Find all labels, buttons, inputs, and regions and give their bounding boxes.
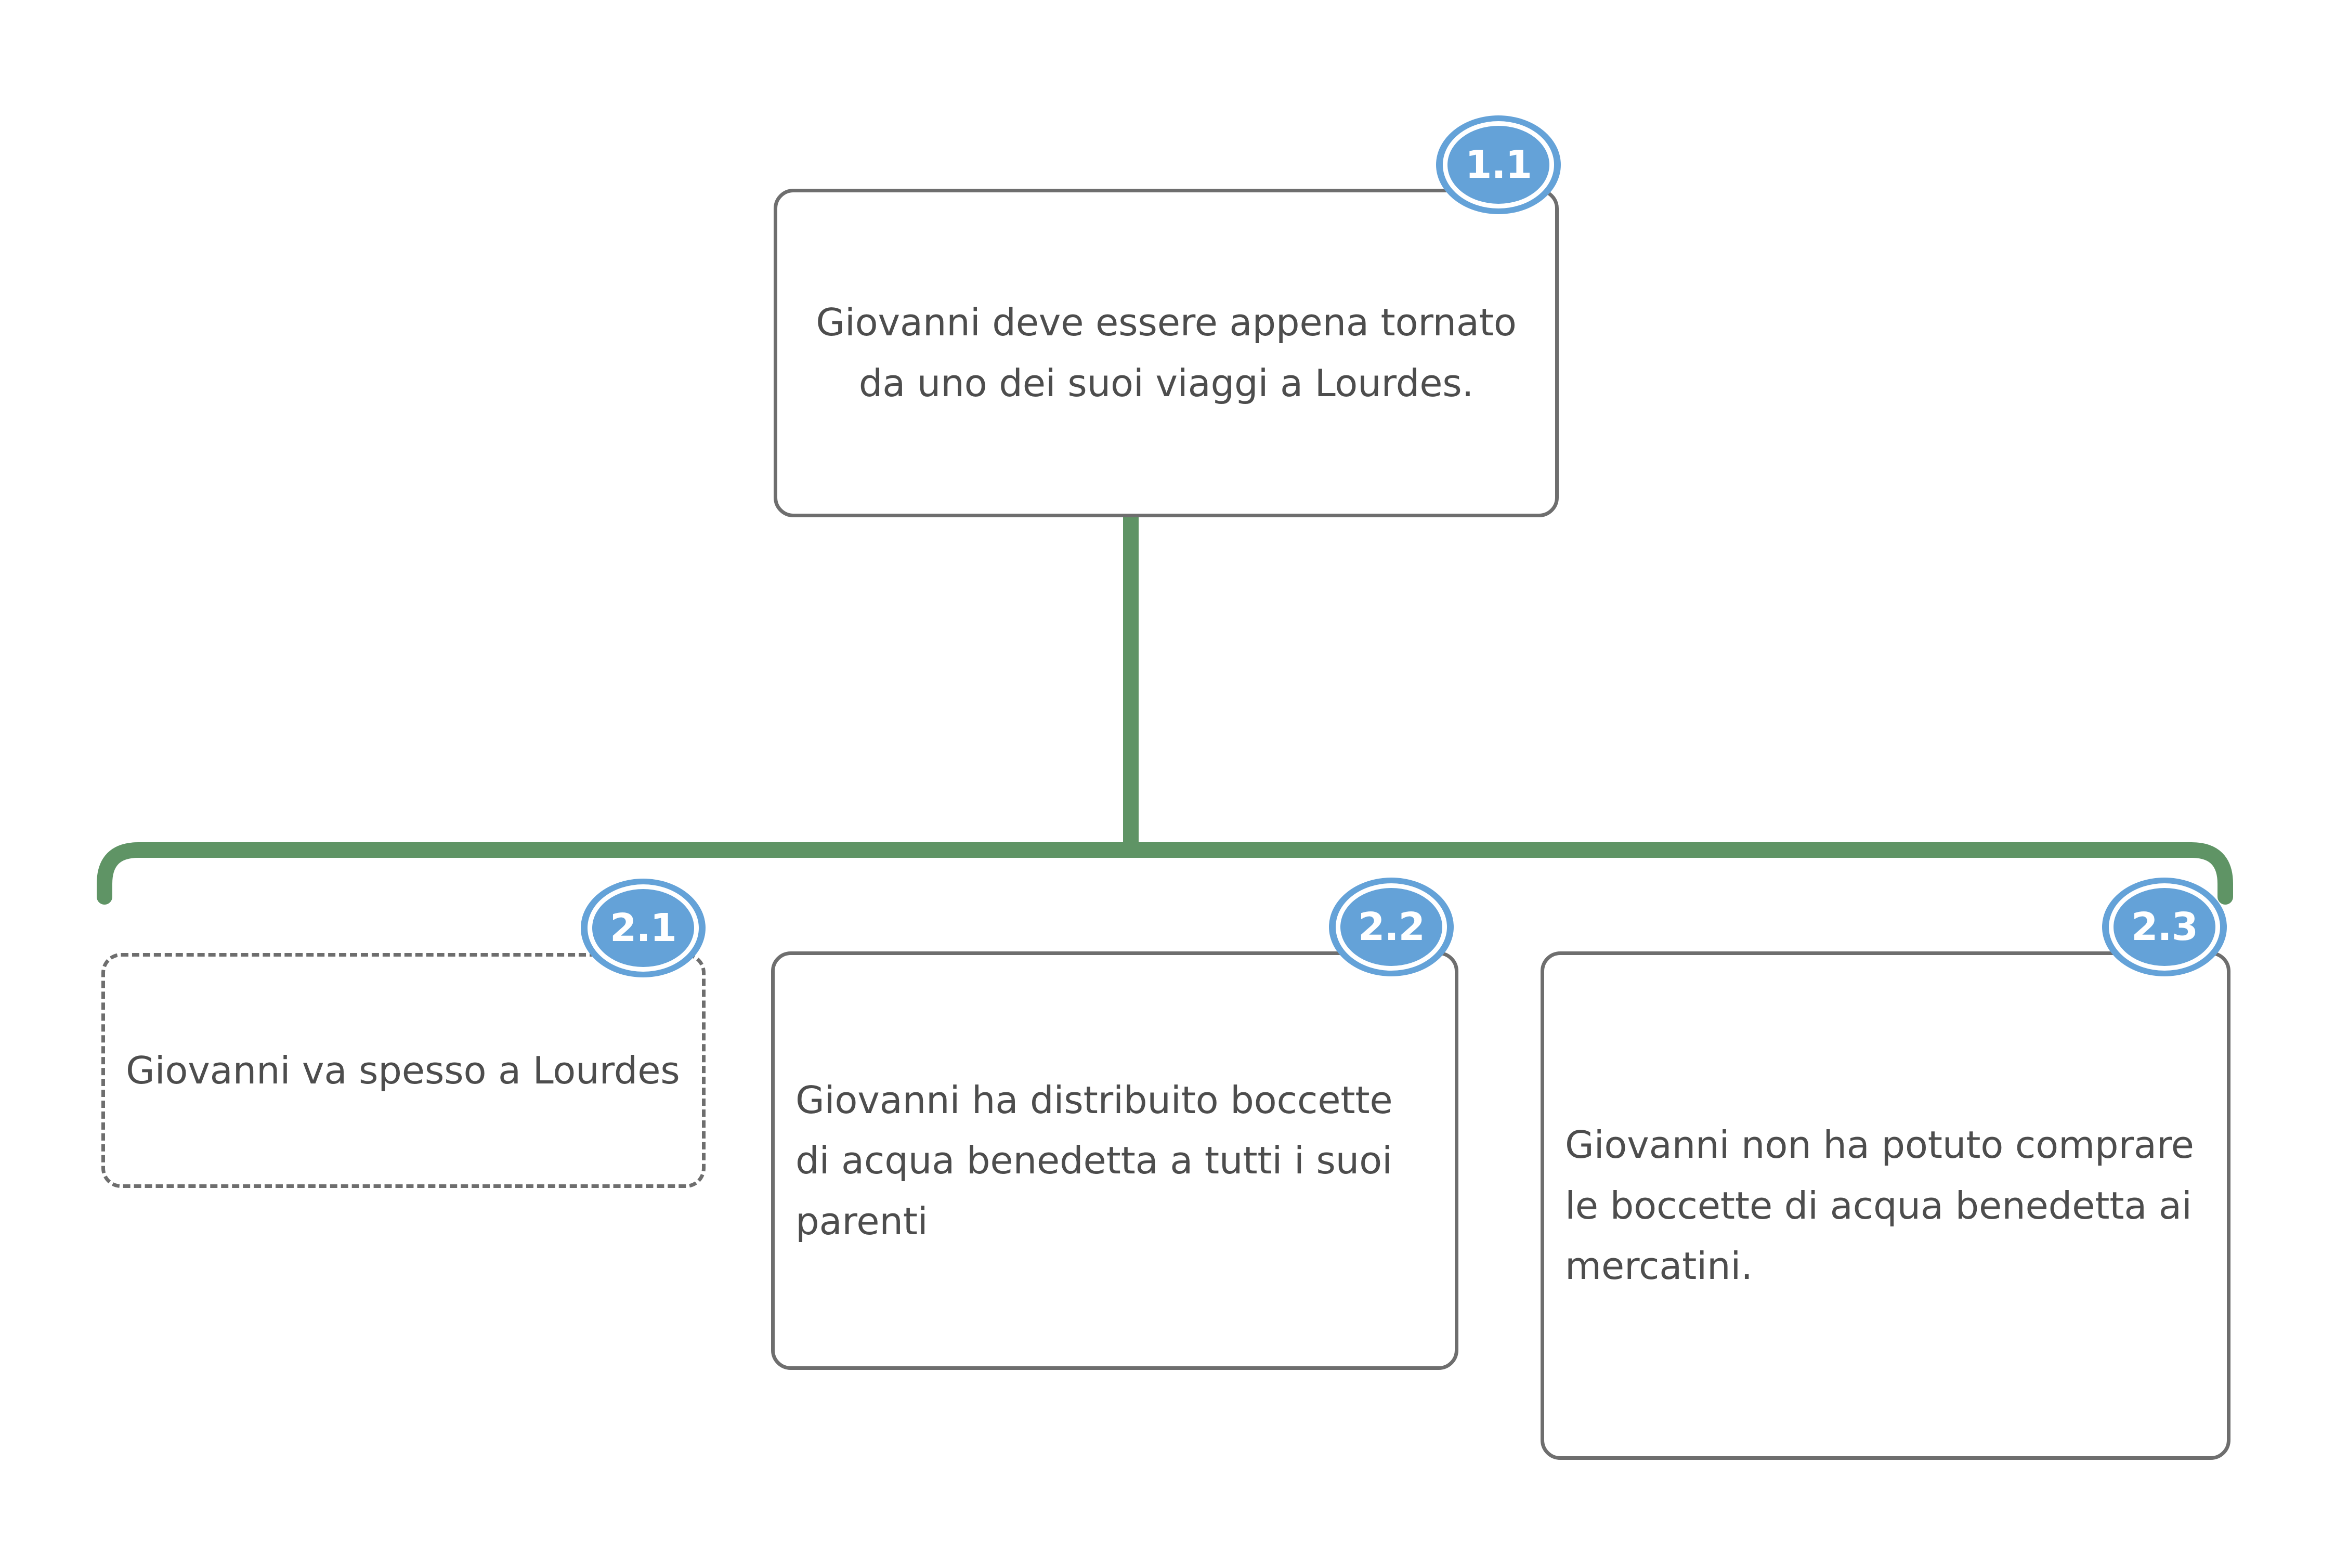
node-2-2-badge[interactable]: 2.2 <box>1329 878 1454 976</box>
node-2-2[interactable]: Giovanni ha distribuito boccette di acqu… <box>771 951 1458 1370</box>
node-1-1-badge-label: 1.1 <box>1465 142 1532 187</box>
node-2-1[interactable]: Giovanni va spesso a Lourdes <box>101 953 706 1188</box>
node-2-3[interactable]: Giovanni non ha potuto comprare le bocce… <box>1541 951 2230 1460</box>
node-2-1-badge-label: 2.1 <box>609 906 677 950</box>
node-2-2-badge-label: 2.2 <box>1358 905 1425 949</box>
node-1-1-badge[interactable]: 1.1 <box>1436 115 1561 214</box>
node-2-3-badge[interactable]: 2.3 <box>2102 878 2227 976</box>
edge-bus <box>97 842 2233 905</box>
node-2-1-badge[interactable]: 2.1 <box>581 879 706 977</box>
node-2-2-text: Giovanni ha distribuito boccette di acqu… <box>795 1078 1393 1243</box>
node-1-1-text: Giovanni deve essere appena tornato da u… <box>816 300 1517 405</box>
badge-ring-icon <box>1443 121 1554 208</box>
node-2-1-text: Giovanni va spesso a Lourdes <box>126 1048 680 1092</box>
node-2-3-text: Giovanni non ha potuto comprare le bocce… <box>1565 1123 2194 1288</box>
node-1-1[interactable]: Giovanni deve essere appena tornato da u… <box>774 189 1559 517</box>
node-2-3-badge-label: 2.3 <box>2131 905 2198 949</box>
